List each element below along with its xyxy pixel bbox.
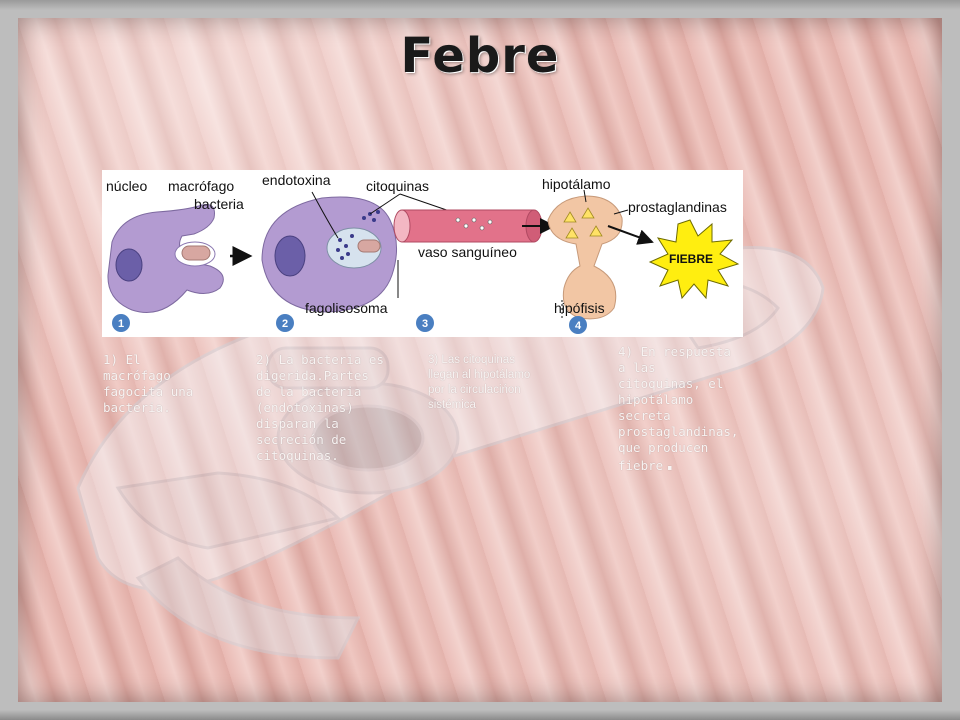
label-citoquinas: citoquinas <box>366 178 430 194</box>
step-4-period: . <box>663 451 677 476</box>
label-prostaglandinas: prostaglandinas <box>628 199 727 215</box>
label-vaso-sanguineo: vaso sanguíneo <box>418 244 517 260</box>
step-4-body: 4) En respuesta a las citoquinas, el hip… <box>618 344 739 473</box>
step-badge-3: 3 <box>416 314 434 332</box>
svg-text:4: 4 <box>575 320 582 332</box>
step-badge-1: 1 <box>112 314 130 332</box>
step-2-text: 2) La bacteria es digerida.Partes de la … <box>256 352 384 463</box>
label-hipotalamo: hipotálamo <box>542 176 611 192</box>
step-badge-4: 4 <box>569 316 587 334</box>
label-nucleo: núcleo <box>106 178 148 194</box>
step-4-text: 4) En respuesta a las citoquinas, el hip… <box>618 344 742 476</box>
svg-text:2: 2 <box>282 318 288 330</box>
fever-pathway-diagram: 1 2 3 4 núcleo macrófago bacteria endoto… <box>102 170 743 337</box>
step-3-text: 3) Las citoquinas llegan al hipotálamo p… <box>428 354 531 411</box>
nucleus <box>115 248 143 282</box>
svg-text:1: 1 <box>118 318 124 330</box>
step-badge-2: 2 <box>276 314 294 332</box>
nucleus-2 <box>274 235 306 277</box>
fever-starburst <box>648 219 740 300</box>
hypothalamus <box>547 195 623 320</box>
label-bacteria: bacteria <box>194 196 244 212</box>
slide-title: Febre <box>400 28 560 84</box>
blood-vessel <box>393 209 543 243</box>
background <box>18 18 942 702</box>
bacterium <box>181 245 211 261</box>
label-endotoxina: endotoxina <box>262 172 331 188</box>
label-fagolisosoma: fagolisosoma <box>305 300 388 316</box>
step-1-text: 1) El macrófago fagocita una bacteria. <box>103 352 194 415</box>
label-fiebre: FIEBRE <box>669 252 714 266</box>
label-macrofago: macrófago <box>168 178 235 194</box>
svg-text:3: 3 <box>422 318 428 330</box>
diagram-art: 1 2 3 4 <box>107 189 740 334</box>
phagolysosome-cell <box>261 196 397 313</box>
macrophage-cell <box>107 204 224 313</box>
label-hipofisis: hipófisis <box>554 300 605 316</box>
